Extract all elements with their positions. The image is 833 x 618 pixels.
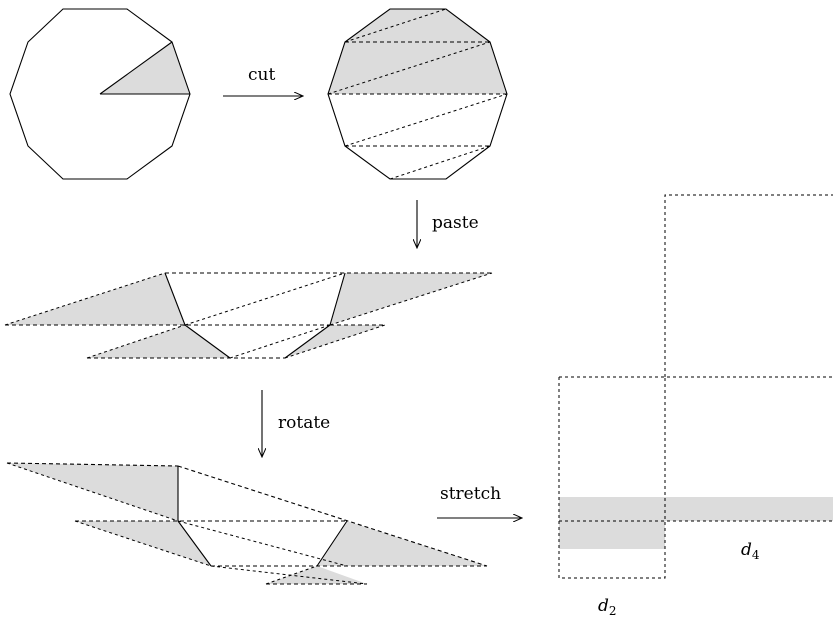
- rotate-label: rotate: [278, 413, 330, 433]
- cut-line-2: [327, 41, 491, 95]
- wedge-shaded: [100, 42, 190, 94]
- paste-line-c: [329, 272, 493, 326]
- decagon-cut: [327, 8, 508, 180]
- label-d4: d4: [741, 540, 760, 562]
- paste-line-e: [184, 272, 346, 326]
- paste-shade-4: [285, 325, 385, 358]
- paste-fold-3: [184, 324, 231, 359]
- upper-half-shaded: [328, 9, 507, 94]
- paste-arrow-group: paste: [417, 200, 479, 248]
- stretched-rectangles: [558, 194, 833, 579]
- paste-fold-4: [284, 324, 331, 359]
- paste-fold-2: [329, 272, 346, 326]
- cut-line-7: [389, 145, 491, 180]
- rotate-arrow-group: rotate: [262, 390, 330, 457]
- rot-line-b: [6, 462, 179, 467]
- rot-line-f: [177, 520, 348, 567]
- cut-arrow-group: cut: [223, 65, 303, 96]
- paste-line-a: [4, 272, 166, 326]
- rect-d2: [558, 377, 666, 579]
- decagon-original: [9, 8, 191, 180]
- rect-d4: [664, 194, 833, 377]
- rot-line-h: [210, 565, 368, 585]
- strip-shade-right: [665, 497, 833, 521]
- rot-fold-2: [177, 520, 212, 567]
- paste-line-g: [86, 324, 186, 359]
- strip-shade-left: [559, 497, 665, 549]
- cut-label: cut: [248, 65, 275, 85]
- rot-line-c: [177, 465, 488, 567]
- rot-line-a: [6, 462, 179, 522]
- wedge-edge-2: [99, 41, 173, 95]
- rot-fold-3: [316, 520, 348, 567]
- rotated-shape: [6, 462, 488, 585]
- rot-shade-2: [75, 521, 211, 566]
- stretch-arrow-group: stretch: [437, 484, 522, 518]
- paste-shade-1: [5, 273, 185, 325]
- rot-shade-3: [317, 521, 487, 566]
- cut-line-5: [344, 93, 508, 147]
- paste-label: paste: [432, 213, 479, 233]
- decagon-outline: [9, 8, 191, 180]
- pasted-shape: [4, 272, 493, 359]
- paste-fold-1: [164, 272, 186, 326]
- paste-shade-3: [87, 325, 230, 358]
- stretch-label: stretch: [440, 484, 501, 504]
- rot-shade-4: [266, 566, 367, 584]
- label-d2: d2: [598, 596, 617, 618]
